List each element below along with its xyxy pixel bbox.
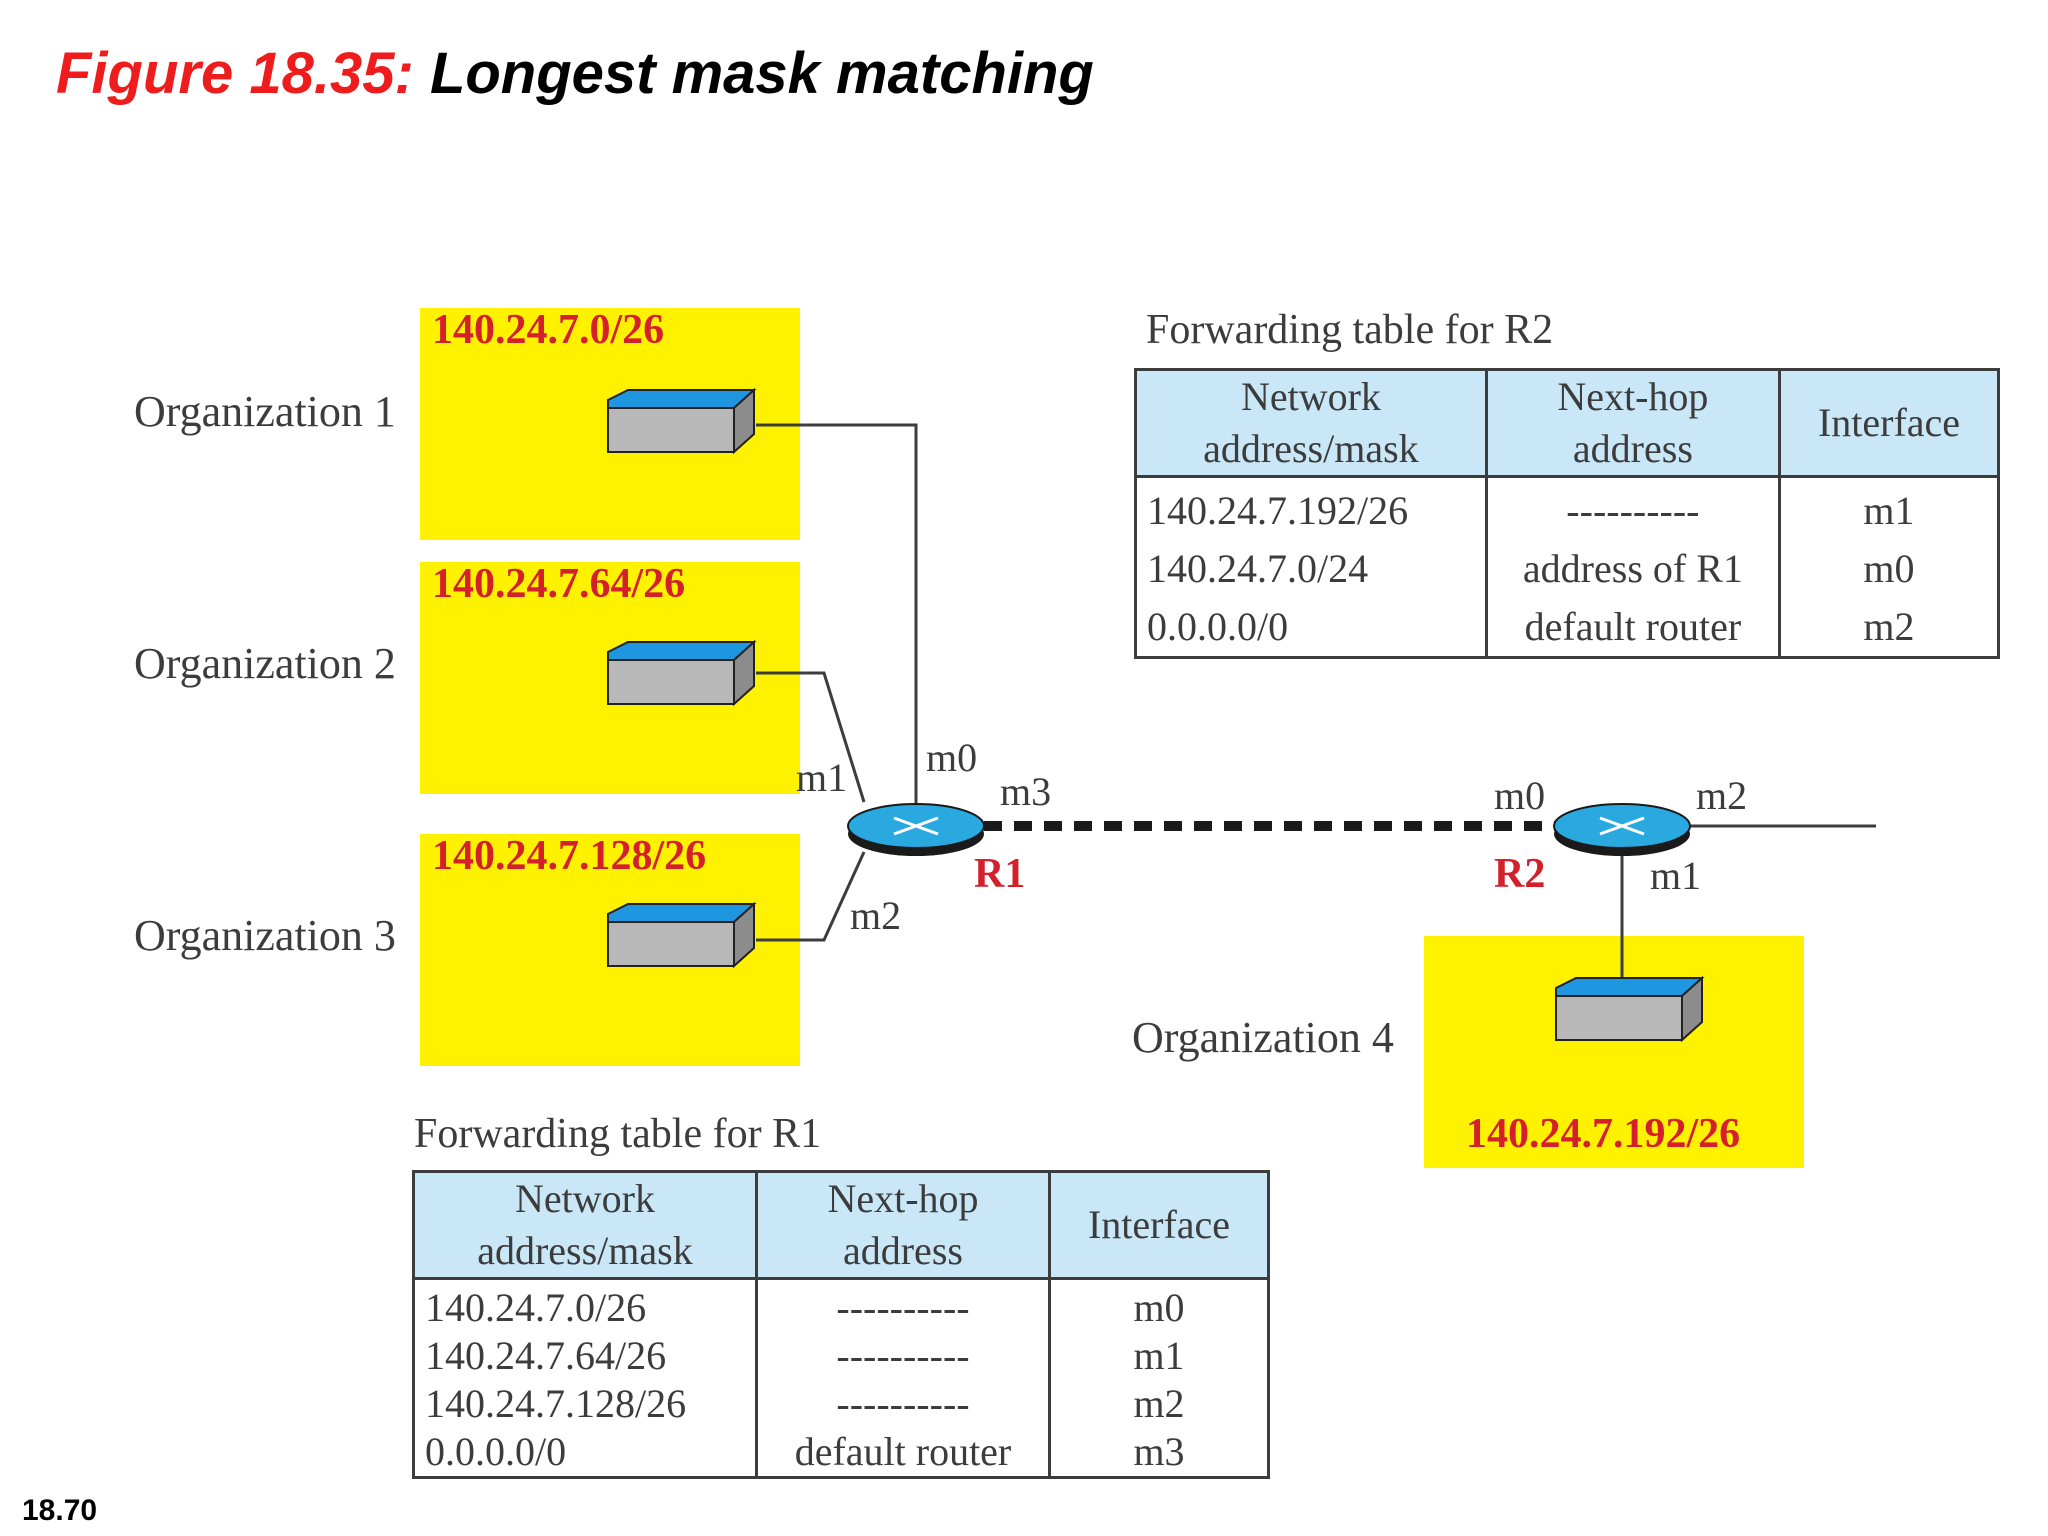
header-next-hop: Next-hop address: [754, 1170, 1052, 1280]
router-icon: [1553, 803, 1691, 856]
header-network: Network address/mask: [1134, 368, 1488, 478]
cell-interface: m1: [1048, 1332, 1270, 1380]
header-interface: Interface: [1777, 368, 2001, 478]
r1-table-caption: Forwarding table for R1: [414, 1111, 822, 1157]
r2-forwarding-table: Network address/mask Next-hop address In…: [1134, 368, 2001, 659]
r2-port-m2: m2: [1696, 773, 1748, 818]
switch-box-icon: [1555, 975, 1705, 1043]
r1-port-m0: m0: [926, 735, 978, 780]
table-row: 140.24.7.0/26 ---------- m0: [412, 1278, 1270, 1332]
cell-next-hop: ----------: [754, 1332, 1052, 1380]
header-network: Network address/mask: [412, 1170, 758, 1280]
cell-interface: m3: [1048, 1428, 1270, 1478]
cell-network: 140.24.7.128/26: [412, 1380, 758, 1428]
r1-label: R1: [974, 851, 1026, 897]
table-row: 140.24.7.0/24 address of R1 m0: [1134, 540, 2001, 598]
org3-label: Organization 3: [134, 911, 396, 960]
cell-interface: m2: [1777, 598, 2001, 658]
cell-network: 140.24.7.0/24: [1134, 540, 1488, 598]
wire-org1-r1: [756, 423, 918, 822]
cell-next-hop: default router: [1484, 598, 1781, 658]
org1-label: Organization 1: [134, 387, 396, 436]
org1-network: 140.24.7.0/26: [432, 307, 665, 353]
table-header-row: Network address/mask Next-hop address In…: [412, 1170, 1270, 1280]
r1-port-m2: m2: [850, 893, 902, 938]
figure-caption: Longest mask matching: [429, 41, 1094, 106]
table-header-row: Network address/mask Next-hop address In…: [1134, 368, 2001, 478]
slide-number: 18.70: [22, 1494, 98, 1527]
r2-table-caption: Forwarding table for R2: [1146, 307, 1554, 353]
table-row: 140.24.7.64/26 ---------- m1: [412, 1332, 1270, 1380]
cell-network: 140.24.7.0/26: [412, 1278, 758, 1332]
table-row: 0.0.0.0/0 default router m2: [1134, 598, 2001, 658]
header-interface: Interface: [1048, 1170, 1270, 1280]
switch-box-icon: [607, 901, 757, 969]
cell-interface: m2: [1048, 1380, 1270, 1428]
figure-number: Figure 18.35:: [56, 41, 414, 106]
r1-port-m3: m3: [1000, 769, 1052, 814]
org2-label: Organization 2: [134, 639, 396, 688]
switch-box-icon: [607, 639, 757, 707]
router-icon: [847, 803, 985, 856]
r2-port-m1: m1: [1650, 853, 1702, 898]
cell-interface: m0: [1777, 540, 2001, 598]
cell-next-hop: address of R1: [1484, 540, 1781, 598]
org2-network: 140.24.7.64/26: [432, 561, 686, 607]
org4-box: [1424, 936, 1804, 1168]
wire-org2-r1: [756, 671, 866, 803]
org3-network: 140.24.7.128/26: [432, 833, 707, 879]
cell-interface: m1: [1777, 476, 2001, 540]
cell-next-hop: default router: [754, 1428, 1052, 1478]
header-next-hop: Next-hop address: [1484, 368, 1781, 478]
r1-port-m1: m1: [796, 755, 848, 800]
wire-org3-r1: [756, 851, 866, 942]
r1-forwarding-table: Network address/mask Next-hop address In…: [412, 1170, 1270, 1479]
r2-port-m0: m0: [1494, 773, 1546, 818]
org4-network: 140.24.7.192/26: [1466, 1111, 1741, 1157]
cell-next-hop: ----------: [754, 1380, 1052, 1428]
cell-next-hop: ----------: [754, 1278, 1052, 1332]
switch-box-icon: [607, 387, 757, 455]
table-row: 0.0.0.0/0 default router m3: [412, 1428, 1270, 1478]
table-row: 140.24.7.192/26 ---------- m1: [1134, 476, 2001, 540]
cell-network: 0.0.0.0/0: [412, 1428, 758, 1478]
cell-interface: m0: [1048, 1278, 1270, 1332]
cell-next-hop: ----------: [1484, 476, 1781, 540]
org4-label: Organization 4: [1132, 1013, 1394, 1062]
table-row: 140.24.7.128/26 ---------- m2: [412, 1380, 1270, 1428]
cell-network: 0.0.0.0/0: [1134, 598, 1488, 658]
r2-label: R2: [1494, 851, 1546, 897]
cell-network: 140.24.7.192/26: [1134, 476, 1488, 540]
cell-network: 140.24.7.64/26: [412, 1332, 758, 1380]
figure-title: Figure 18.35: Longest mask matching: [56, 40, 1094, 107]
